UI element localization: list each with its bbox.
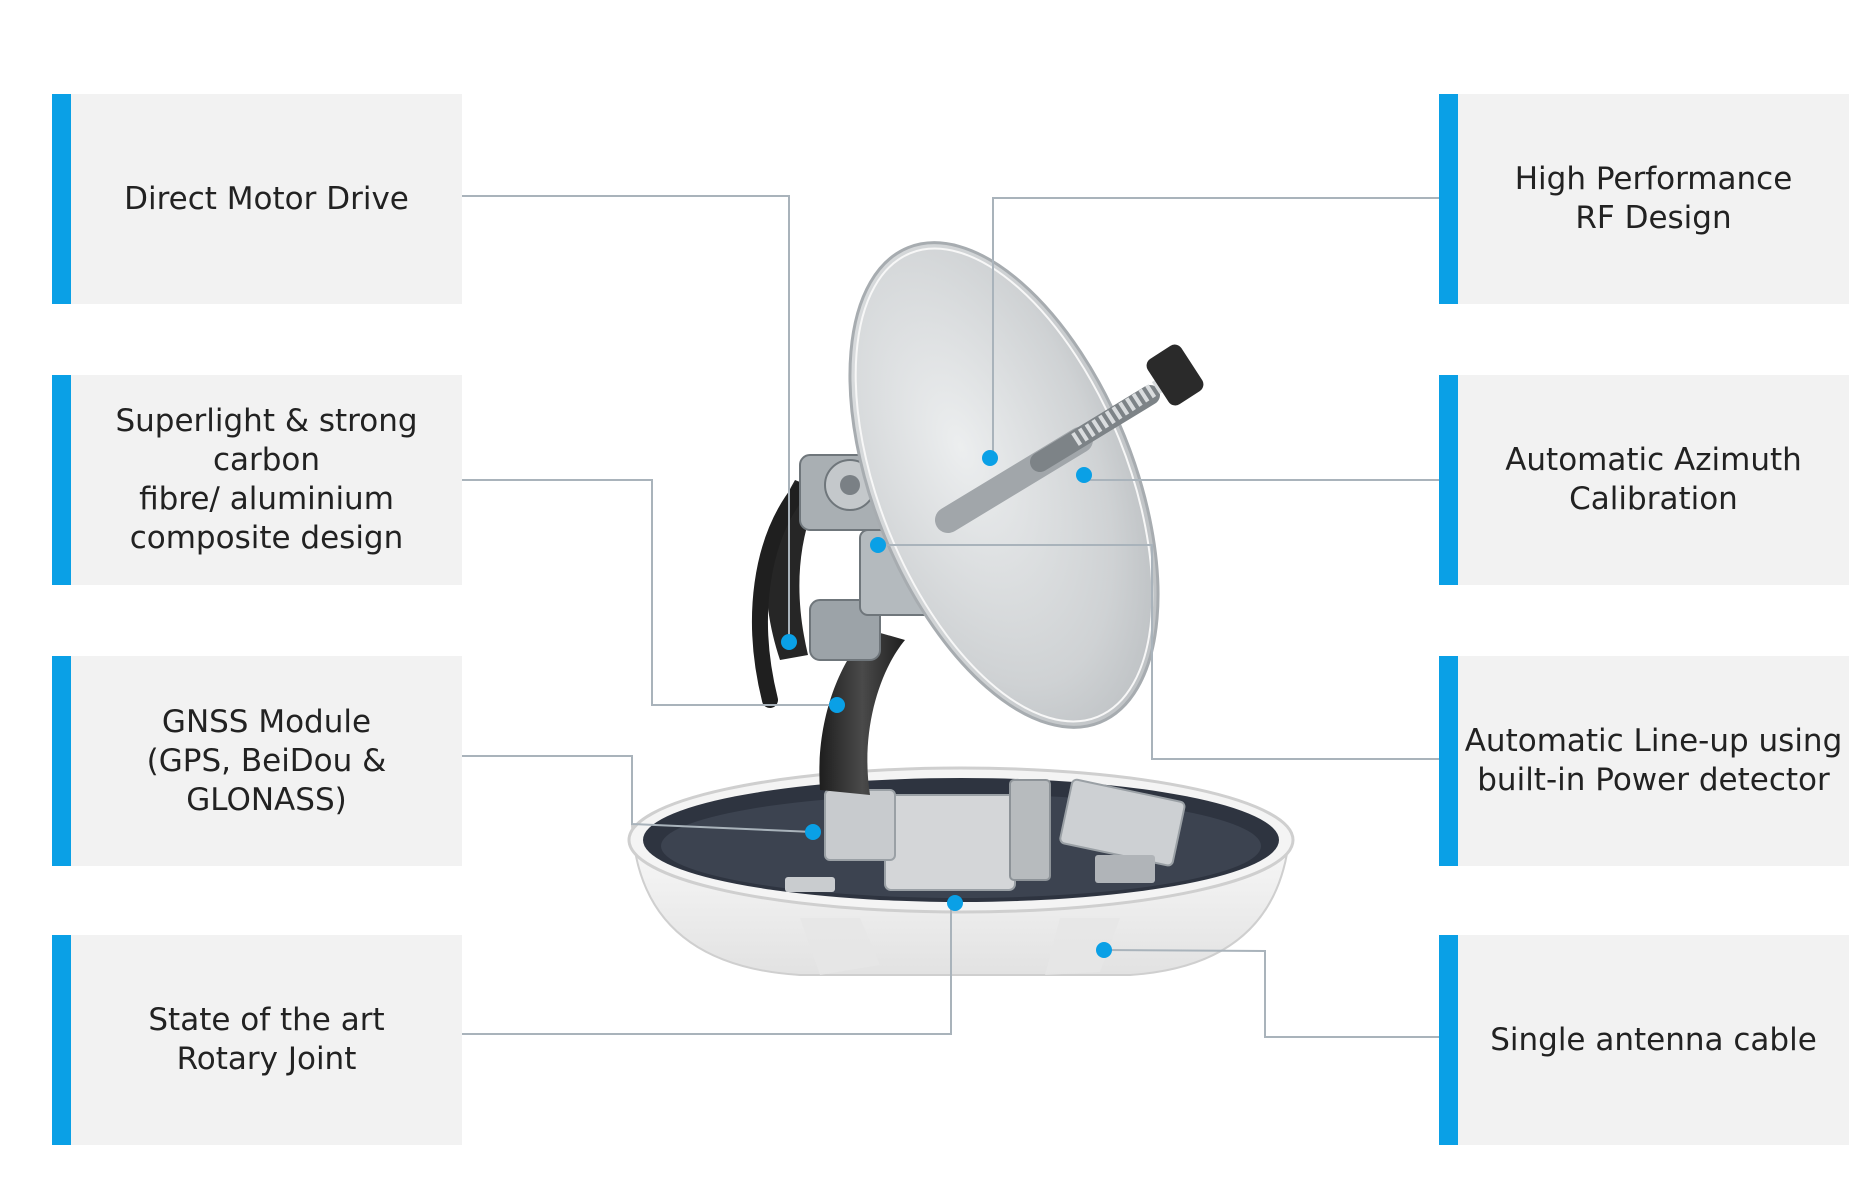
dot-direct-motor-drive (781, 634, 797, 650)
dot-rf-design (982, 450, 998, 466)
antenna-illustration (627, 241, 1295, 976)
feature-label: State of the art Rotary Joint (148, 1002, 385, 1077)
feature-label: GNSS Module (GPS, BeiDou & GLONASS) (146, 703, 387, 818)
feature-box-direct-motor-drive: Direct Motor Drive (52, 94, 462, 304)
dot-antenna-cable (1096, 942, 1112, 958)
feature-box-antenna-cable: Single antenna cable (1439, 935, 1849, 1145)
feature-label: Automatic Line-up using built-in Power d… (1464, 723, 1843, 798)
feature-box-azimuth-calibration: Automatic Azimuth Calibration (1439, 375, 1849, 585)
feature-label: Single antenna cable (1490, 1021, 1817, 1058)
dot-rotary-joint (947, 895, 963, 911)
electronics-modules (785, 778, 1186, 892)
accent-bar (1439, 375, 1458, 585)
accent-bar (1439, 935, 1458, 1145)
leader-antenna-cable (1103, 949, 1439, 1038)
accent-bar (52, 375, 71, 585)
feature-label: Direct Motor Drive (124, 180, 409, 217)
feature-label: Automatic Azimuth Calibration (1505, 442, 1802, 517)
dot-carbon-composite (829, 697, 845, 713)
dot-azimuth-calibration (1076, 467, 1092, 483)
callout-dots (781, 450, 1112, 958)
feature-box-power-detector: Automatic Line-up using built-in Power d… (1439, 656, 1849, 866)
feature-box-gnss-module: GNSS Module (GPS, BeiDou & GLONASS) (52, 656, 462, 866)
carbon-arm (752, 454, 941, 795)
leader-lines (462, 195, 1439, 1038)
accent-bar (52, 935, 71, 1145)
accent-bar (52, 94, 71, 304)
feature-box-rotary-joint: State of the art Rotary Joint (52, 935, 462, 1145)
accent-bar (1439, 656, 1458, 866)
dish-reflector (848, 241, 1160, 729)
dot-power-detector (870, 537, 886, 553)
leader-rotary-joint (462, 903, 952, 1035)
dot-gnss-module (805, 824, 821, 840)
leader-direct-motor-drive (462, 195, 790, 642)
feed-boom (935, 344, 1204, 533)
feature-box-rf-design: High Performance RF Design (1439, 94, 1849, 304)
feature-label: Superlight & strong carbon fibre/ alumin… (115, 403, 418, 556)
feature-label: High Performance RF Design (1514, 161, 1793, 236)
accent-bar (52, 656, 71, 866)
accent-bar (1439, 94, 1458, 304)
leader-gnss-module (462, 755, 814, 833)
radome-base (627, 766, 1295, 976)
feature-box-carbon-composite: Superlight & strong carbon fibre/ alumin… (52, 375, 462, 585)
leader-power-detector (878, 544, 1439, 760)
leader-carbon-composite (462, 479, 835, 706)
leader-rf-design (992, 197, 1439, 458)
